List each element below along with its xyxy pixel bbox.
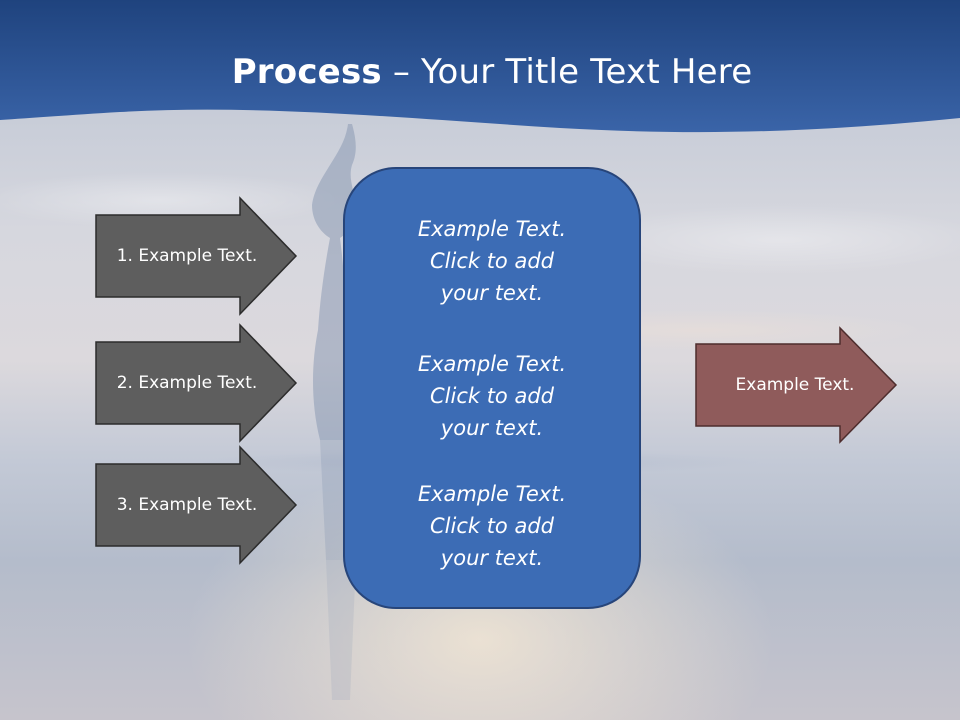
input-arrow-1-label: 1. Example Text.	[116, 246, 258, 266]
process-paragraph-1: Example Text. Click to add your text.	[417, 217, 567, 305]
title-bold: Process	[231, 52, 382, 92]
input-arrow-2	[95, 323, 298, 443]
output-arrow	[695, 326, 898, 444]
process-box	[343, 167, 641, 609]
process-paragraph-3: Example Text. Click to add your text.	[417, 482, 567, 570]
input-arrow-3-label: 3. Example Text.	[116, 495, 258, 515]
header-band	[0, 0, 960, 133]
title-rest: – Your Title Text Here	[381, 52, 753, 92]
slide-title: Process – Your Title Text Here	[0, 52, 960, 92]
input-arrow-1	[95, 196, 298, 316]
process-paragraph-2: Example Text. Click to add your text.	[417, 352, 567, 440]
output-arrow-label: Example Text.	[735, 375, 855, 395]
input-arrow-3	[95, 445, 298, 565]
process-box-content: Example Text. Click to add your text. Ex…	[344, 168, 640, 608]
input-arrow-2-label: 2. Example Text.	[116, 373, 258, 393]
